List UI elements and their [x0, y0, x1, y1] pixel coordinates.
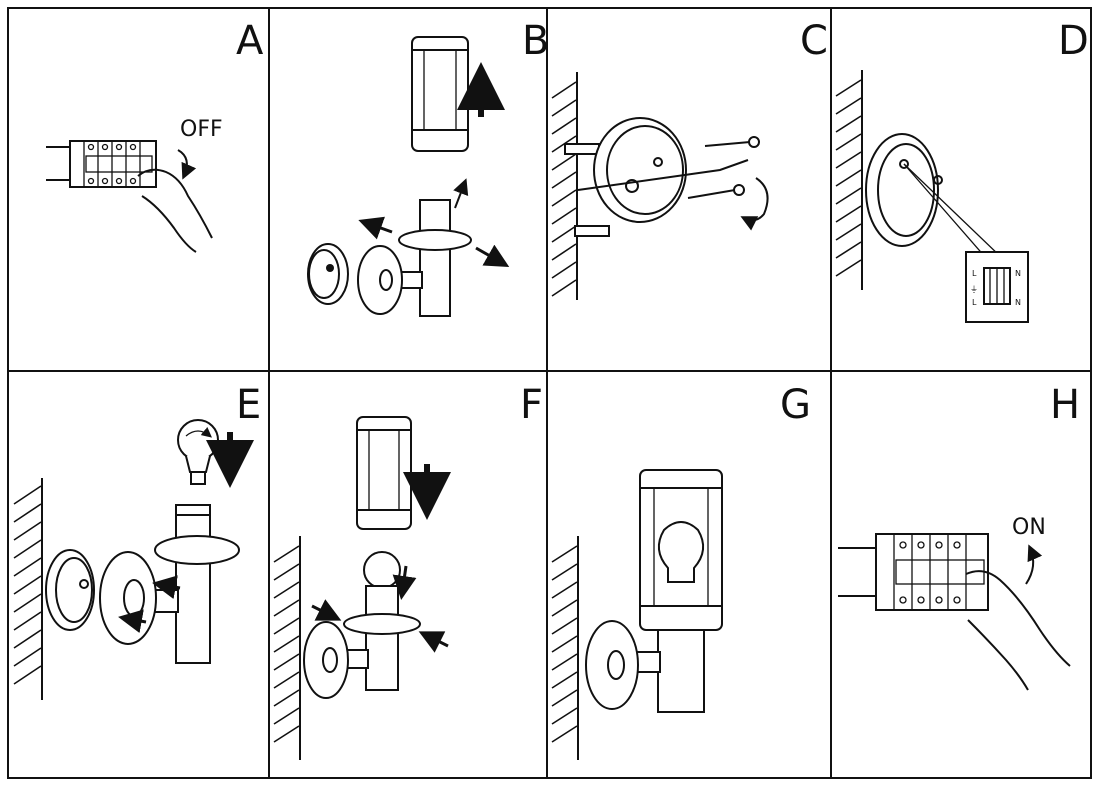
hand-icon-h — [965, 570, 1071, 691]
hand-icon — [137, 168, 213, 253]
panel-e: E — [13, 382, 261, 700]
lamp-shade — [411, 36, 469, 152]
wall-hatch — [551, 72, 578, 300]
off-label: OFF — [180, 117, 223, 142]
lamp-shade-f — [356, 416, 412, 530]
screw-arrow-left — [311, 599, 342, 621]
mounting-plate — [593, 117, 687, 223]
wall-hatch-d — [835, 70, 863, 290]
wall-plate — [307, 243, 349, 305]
panel-b: B — [307, 18, 549, 317]
screw-out-arrow — [453, 178, 469, 209]
wall-hatch-f — [273, 536, 301, 760]
panel-letter-d: D — [1058, 18, 1089, 64]
panel-letter-h: H — [1050, 382, 1080, 428]
lamp-assembly-f — [303, 551, 421, 699]
panel-letter-c: C — [800, 18, 828, 64]
panel-letter-b: B — [522, 18, 549, 64]
wall-plate-e — [45, 549, 95, 631]
cable — [577, 159, 749, 191]
rotate-up-arrow — [1025, 544, 1043, 585]
wall-plug-top — [564, 143, 600, 155]
panel-f: F — [273, 382, 543, 760]
lamp-body — [357, 199, 472, 317]
panel-a: A OFF — [46, 18, 264, 253]
neutral-label-bottom: N — [1015, 298, 1021, 307]
screw-arrow-down — [392, 565, 417, 600]
light-bulb-icon — [177, 419, 219, 485]
panel-h: H ON — [838, 382, 1080, 691]
wall-plug-bottom — [574, 225, 610, 237]
panel-letter-e: E — [236, 382, 261, 428]
panel-g: G — [551, 382, 811, 760]
finished-lamp — [585, 469, 723, 713]
screw-bottom — [687, 184, 745, 199]
live-label-bottom: L — [972, 298, 977, 307]
breaker-box-on — [838, 533, 989, 611]
rotate-icon — [740, 177, 769, 231]
wall-hatch-g — [551, 536, 579, 760]
neutral-label-top: N — [1015, 269, 1021, 278]
attach-arrow-top — [152, 575, 181, 600]
panel-c: C — [551, 18, 828, 300]
panel-letter-g: G — [780, 382, 811, 428]
lamp-body-e — [99, 504, 240, 664]
screw-arrow-right — [418, 631, 449, 653]
panel-letter-a: A — [236, 18, 264, 64]
panel-grid — [7, 7, 1092, 779]
remove-left-arrow — [358, 216, 393, 240]
wall-hatch-e — [13, 478, 43, 700]
mounted-plate — [865, 133, 943, 247]
terminal-block: L ⏚ L N N — [965, 251, 1029, 323]
breaker-box-off — [46, 140, 157, 188]
earth-symbol: ⏚ — [970, 285, 978, 294]
panel-d: D L ⏚ L N N — [835, 18, 1089, 323]
screw-top — [704, 136, 760, 148]
attach-arrow-bottom — [118, 609, 147, 634]
live-label-top: L — [972, 269, 977, 278]
on-label: ON — [1012, 515, 1046, 540]
rotate-down-arrow — [177, 149, 197, 180]
remove-right-arrow — [475, 244, 510, 267]
panel-letter-f: F — [520, 382, 543, 428]
